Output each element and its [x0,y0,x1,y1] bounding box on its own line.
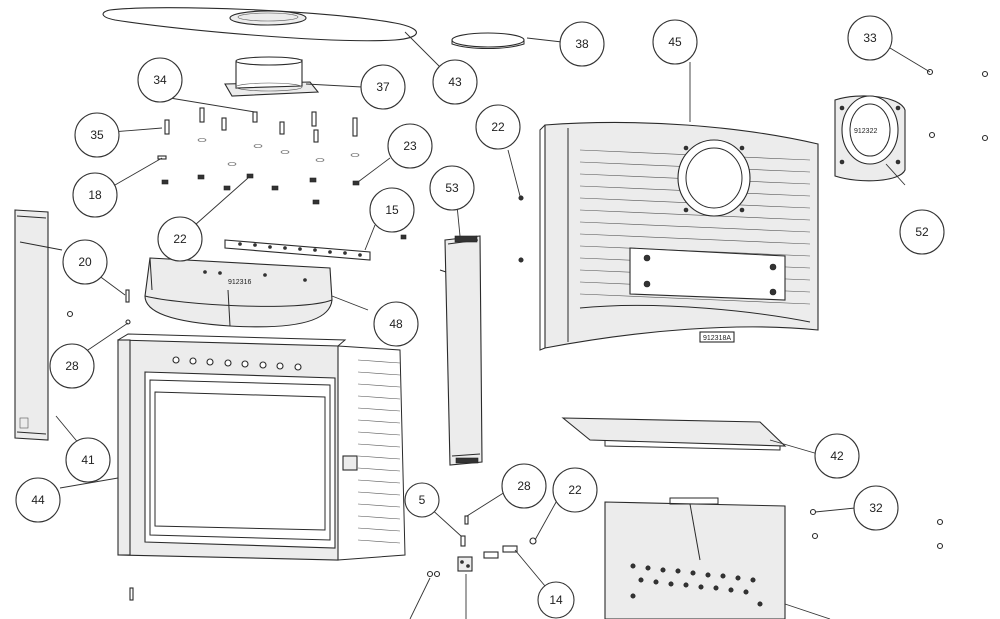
svg-text:15: 15 [385,203,399,217]
screws-32 [809,508,944,550]
lower-front-panel [604,497,786,619]
svg-text:37: 37 [376,80,390,94]
svg-text:28: 28 [517,479,531,493]
svg-text:32: 32 [869,501,883,515]
callout-5: 5 [404,482,440,518]
part-44-stove-body [117,333,406,561]
svg-text:42: 42 [830,449,844,463]
svg-text:22: 22 [568,483,582,497]
svg-text:5: 5 [419,493,426,507]
svg-text:48: 48 [389,317,403,331]
part-43-top-plate [102,7,417,42]
back-panel-stamp: 912318A [703,335,731,342]
callout-34: 34 [137,57,183,103]
callout-33: 33 [847,15,893,61]
svg-text:22: 22 [491,120,505,134]
callout-42: 42 [814,433,860,479]
svg-text:33: 33 [863,31,877,45]
svg-text:14: 14 [549,593,563,607]
callout-15: 15 [369,187,415,233]
callout-52: 52 [899,209,945,255]
part-42-ash-plate [561,417,787,451]
svg-text:28: 28 [65,359,79,373]
svg-text:35: 35 [90,128,104,142]
svg-text:43: 43 [448,75,462,89]
svg-text:53: 53 [445,181,459,195]
part-15-perforated-strip [224,239,371,261]
flue-flange-stamp: 912322 [854,128,877,135]
part-53-side-strip [439,235,483,466]
svg-text:38: 38 [575,37,589,51]
callout-38: 38 [559,21,605,67]
callout-28-bottom: 28 [501,463,547,509]
callout-44: 44 [15,477,61,523]
svg-text:23: 23 [403,139,417,153]
callout-53: 53 [429,165,475,211]
callout-43: 43 [432,59,478,105]
callout-45: 45 [652,19,698,65]
part-52-flue-flange: 912322 [834,95,906,182]
part-38-cover-disc [451,32,525,49]
fasteners-cluster [157,107,407,240]
callout-48: 48 [373,301,419,347]
callout-37: 37 [360,64,406,110]
callout-41: 41 [65,437,111,483]
part-48-baffle: 912316 [144,257,333,328]
svg-text:22: 22 [173,232,187,246]
part-45-back-panel: 912318A [518,121,819,351]
callout-14: 14 [537,581,575,619]
callout-28-left: 28 [49,343,95,389]
svg-text:44: 44 [31,493,45,507]
svg-text:45: 45 [668,35,682,49]
svg-text:41: 41 [81,453,95,467]
screws-33 [926,68,989,142]
callout-20: 20 [62,239,108,285]
callout-22-mid: 22 [157,216,203,262]
small-parts-center [66,289,537,601]
baffle-stamp: 912316 [228,279,251,286]
part-37-flue-collar [224,56,320,97]
svg-text:18: 18 [88,188,102,202]
callout-18: 18 [72,172,118,218]
part-41-left-side-panel [14,209,63,441]
callout-22-bottom: 22 [552,467,598,513]
callout-23: 23 [387,123,433,169]
svg-text:20: 20 [78,255,92,269]
callout-22-top: 22 [475,104,521,150]
callout-35: 35 [74,112,120,158]
svg-text:34: 34 [153,73,167,87]
callout-32: 32 [853,485,899,531]
svg-text:52: 52 [915,225,929,239]
